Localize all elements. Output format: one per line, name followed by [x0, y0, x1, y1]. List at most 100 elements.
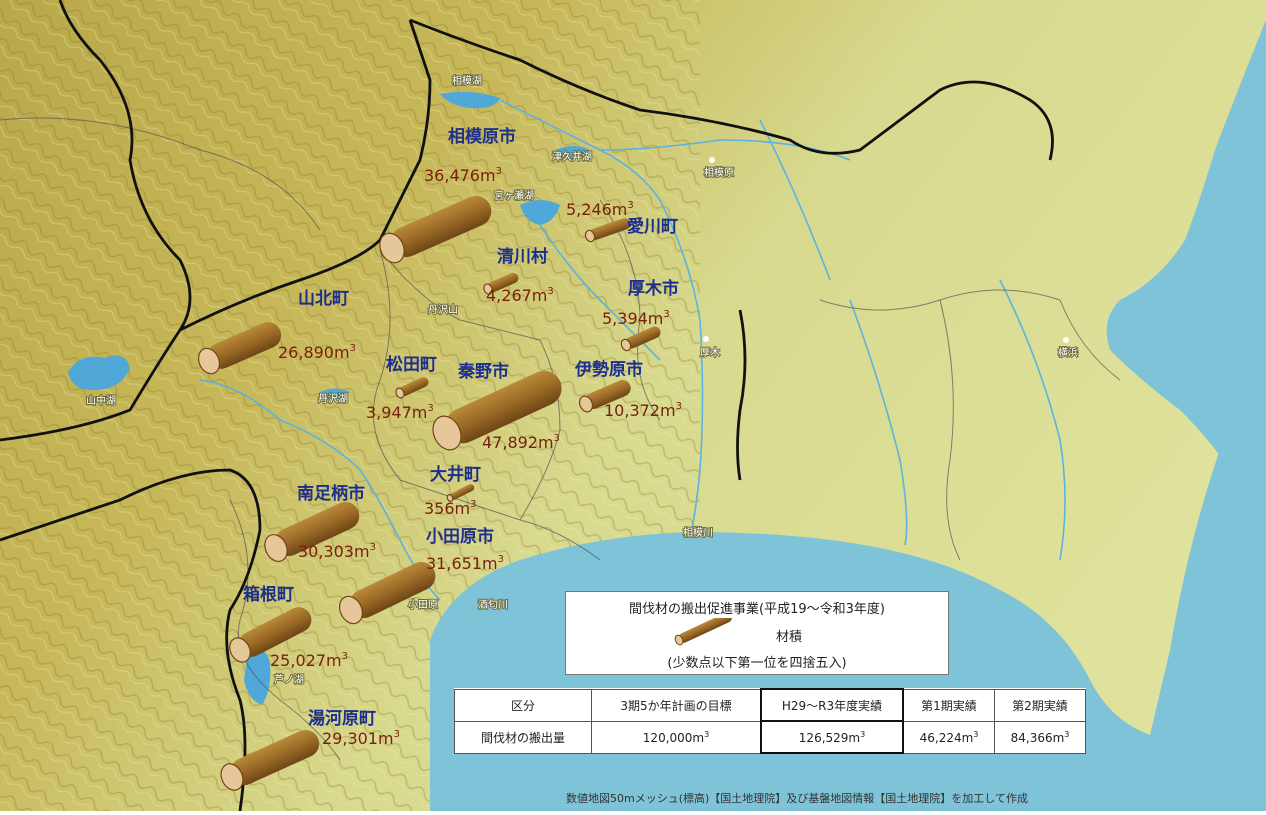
legend-log-icon [674, 618, 733, 646]
th-target: 3期5か年計画の目標 [591, 688, 762, 722]
label-sagamiko: 相模湖 [452, 74, 482, 87]
muni-name-sagamihara: 相模原市 [448, 126, 516, 147]
log-end [483, 283, 493, 295]
row-label: 間伐材の搬出量 [454, 720, 592, 754]
muni-volume-isehara: 10,372m3 [604, 401, 682, 420]
log-end [584, 229, 596, 243]
log-body [585, 380, 631, 409]
log-isehara [578, 380, 631, 413]
pt-sagamihara [709, 157, 715, 163]
label-atsugi-pt: 厚木 [700, 347, 720, 359]
log-end [197, 347, 221, 375]
pt-yokohama [1063, 337, 1069, 343]
lake-miyagase [520, 200, 560, 225]
th-phase2: 第2期実績 [994, 688, 1086, 722]
log-body [207, 322, 282, 369]
log-body [449, 484, 475, 500]
prefecture-boundaries [0, 0, 1054, 812]
muni-name-minamiashigara: 南足柄市 [297, 483, 365, 504]
muni-name-isehara: 伊勢原市 [574, 359, 643, 380]
muni-name-yamakita: 山北町 [298, 289, 349, 309]
log-oi [446, 484, 475, 502]
place-labels: 相模湖 津久井湖 相模原 宮ヶ瀬湖 丹沢山 丹沢湖 厚木 横浜 山中湖 相模川 … [85, 73, 1079, 687]
log-end [578, 395, 594, 413]
log-body [274, 501, 360, 557]
muni-volume-aikawa: 5,246m3 [566, 200, 634, 219]
log-end [379, 232, 405, 264]
label-sagamigawa: 相模川 [683, 526, 713, 539]
legend-title: 間伐材の搬出促進事業(平成19～令和3年度) [629, 602, 885, 617]
label-tanzawako: 丹沢湖 [318, 392, 348, 405]
muni-name-yugawara: 湯河原町 [308, 709, 376, 729]
lake-ashinoko [244, 647, 271, 705]
volume-symbols [197, 195, 661, 791]
muni-volume-yamakita: 26,890m3 [278, 343, 356, 362]
muni-volume-yugawara: 29,301m3 [322, 729, 400, 748]
log-body [349, 561, 436, 619]
label-odawara-pt: 小田原 [408, 599, 438, 611]
summary-table: 区分 3期5か年計画の目標 H29～R3年度実績 第1期実績 第2期実績 間伐材… [454, 688, 1086, 754]
muni-volume-minamiashigara: 30,303m3 [298, 542, 376, 561]
muni-name-aikawa: 愛川町 [627, 216, 678, 237]
label-sagamihara-pt: 相模原 [704, 166, 734, 179]
muni-volume-atsugi: 5,394m3 [602, 309, 670, 328]
lake-tanzawa [320, 388, 350, 401]
log-yugawara [220, 729, 320, 791]
muni-volume-kiyokawa: 4,267m3 [486, 286, 554, 305]
log-yamakita [197, 322, 282, 375]
label-tanzawa: 丹沢山 [428, 303, 458, 316]
log-aikawa [584, 218, 631, 243]
log-body [445, 370, 562, 444]
credit-text: 数値地図50mメッシュ(標高)【国土地理院】及び基盤地図情報【国土地理院】を加工… [566, 792, 1028, 805]
cell-phase1: 46,224m3 [902, 720, 995, 754]
label-ashinoko: 芦ノ湖 [274, 674, 304, 686]
label-yamanakako: 山中湖 [86, 394, 116, 407]
lake-yamanaka [68, 355, 130, 391]
log-end [229, 637, 251, 663]
log-body [399, 377, 429, 396]
muni-volume-sagamihara: 36,476m3 [424, 166, 502, 185]
log-body [589, 218, 631, 240]
cell-actual: 126,529m3 [760, 720, 904, 754]
log-odawara [338, 561, 436, 625]
lake-tsukui [555, 146, 590, 160]
cell-target: 120,000m3 [591, 720, 762, 754]
log-end [220, 763, 244, 791]
log-body [625, 326, 661, 349]
muni-name-oi: 大井町 [430, 464, 481, 485]
muni-volume-hakone: 25,027m3 [270, 651, 348, 670]
muni-volume-matsuda: 3,947m3 [366, 403, 434, 422]
log-hadano [432, 370, 562, 451]
log-body [487, 272, 519, 293]
tokyo-bay [1106, 20, 1266, 470]
log-atsugi [620, 326, 661, 352]
lake-sagami [440, 91, 500, 109]
log-body [390, 195, 492, 258]
log-end [264, 534, 288, 562]
table-header-row: 区分 3期5か年計画の目標 H29～R3年度実績 第1期実績 第2期実績 [454, 688, 1086, 722]
muni-name-matsuda: 松田町 [386, 354, 437, 375]
legend-item-label: 材積 [776, 630, 803, 645]
log-end [446, 494, 454, 502]
log-end [620, 338, 632, 352]
log-kiyokawa [483, 272, 519, 295]
log-body [230, 729, 320, 786]
muni-name-atsugi: 厚木市 [628, 278, 679, 299]
log-sagamihara [379, 195, 492, 264]
muni-name-odawara: 小田原市 [426, 526, 494, 547]
log-end [432, 415, 462, 451]
muni-volume-hadano: 47,892m3 [482, 433, 560, 452]
municipal-boundaries [0, 117, 1121, 761]
muni-volume-oi: 356m3 [424, 499, 477, 518]
log-body [238, 607, 312, 657]
log-hakone [229, 607, 312, 663]
table-row: 間伐材の搬出量 120,000m3 126,529m3 46,224m3 84,… [454, 720, 1086, 754]
muni-name-hadano: 秦野市 [458, 361, 509, 382]
log-end [338, 595, 364, 625]
pt-atsugi [703, 336, 709, 342]
th-actual: H29～R3年度実績 [760, 688, 904, 722]
label-yokohama: 横浜 [1058, 346, 1078, 359]
legend: 間伐材の搬出促進事業(平成19～令和3年度) 材積 (少数点以下第一位を四捨五入… [565, 591, 949, 675]
